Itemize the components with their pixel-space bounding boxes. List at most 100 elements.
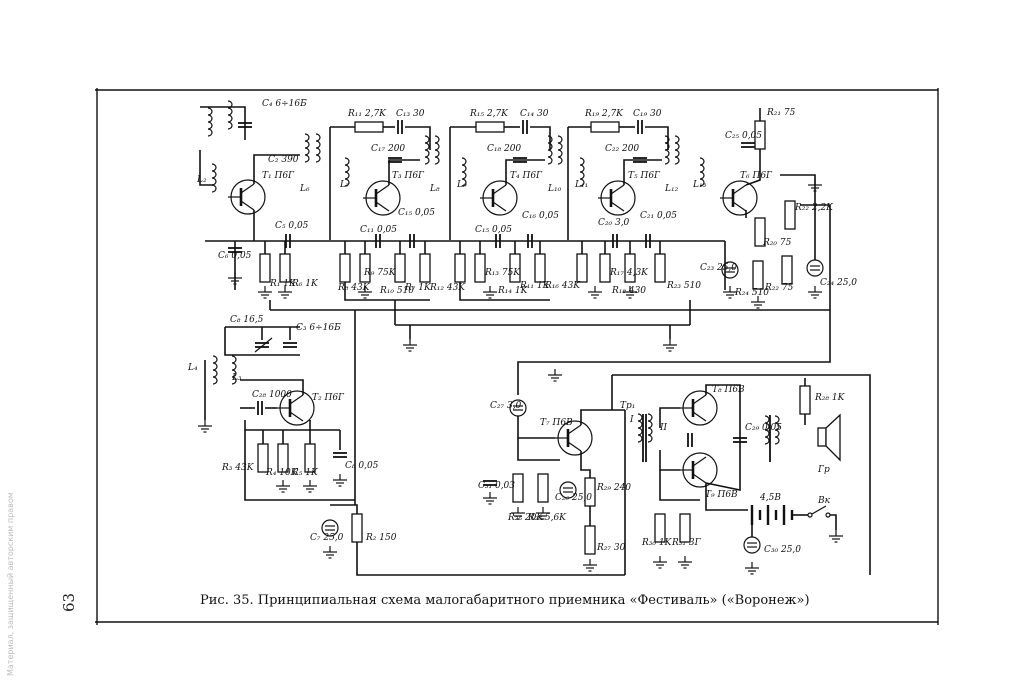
label-i: I [629, 415, 634, 425]
label-r29: R₂₉ 240 [596, 483, 631, 493]
label-ii: II [659, 423, 668, 433]
label-c17: C₁₇ 200 [371, 144, 405, 154]
label-r11: R₁₁ 2,7K [347, 109, 387, 119]
label-r7: R₇ 1K [404, 283, 432, 293]
label-r20: R₂₀ 75 [762, 238, 792, 248]
label-c27: C₂₇ 3,0 [490, 401, 522, 411]
label-tp1: Tp₁ [620, 401, 635, 411]
transistor-icon [226, 178, 267, 216]
label-c2: C₂ 390 [268, 155, 299, 165]
label-c24: C₂₄ 25,0 [820, 278, 857, 288]
label-t4: T₄ П6Г [510, 171, 543, 181]
label-r19: R₁₉ 2,7K [584, 109, 624, 119]
label-c21: C₂₁ 0,05 [640, 211, 677, 221]
label-t8: T₈ П6В [712, 385, 745, 395]
transistor-icon [678, 389, 719, 427]
label-r28: R₂₈ 1K [814, 393, 846, 403]
loudspeaker-icon [817, 413, 841, 462]
label-bat: 4,5В [759, 493, 781, 503]
transformer-icon [637, 413, 653, 462]
label-r5: R₅ 1K [291, 468, 319, 478]
label-c29: C₂₉ 0,05 [745, 423, 782, 433]
label-t3: T₃ П6Г [392, 171, 425, 181]
label-c28: C₂₈ 1000 [252, 390, 292, 400]
label-c31: C₃₁ 0,03 [478, 481, 515, 491]
label-c5: C₅ 0,05 [275, 221, 309, 231]
label-t7: T₇ П6В [540, 418, 573, 428]
label-l6: L₆ [299, 184, 310, 194]
label-r13: R₁₃ 75K [484, 268, 521, 278]
label-c15a: C₁₅ 0,05 [398, 208, 435, 218]
label-r8: R₈ 43K [337, 283, 371, 293]
label-gr: Гр [817, 465, 830, 475]
label-l8: L₈ [429, 184, 440, 194]
page-number: 63 [60, 592, 78, 612]
label-c16: C₁₆ 0,05 [522, 211, 559, 221]
electrolytic-capacitor-icon [806, 259, 824, 277]
label-r12: R₁₂ 43K [429, 283, 466, 293]
label-t5: T₅ П6Г [628, 171, 661, 181]
label-r14: R₁₄ 1K [497, 286, 529, 296]
ground-icon [402, 338, 418, 352]
side-note: Материал, защищенный авторским правом [6, 492, 15, 676]
label-l7: L₇ [339, 180, 350, 190]
label-r1: R₁ 1K [269, 279, 297, 289]
electrolytic-capacitor-icon [743, 536, 761, 554]
label-r6: R₆ 1K [291, 279, 319, 289]
label-r22: R₂₂ 2,2K [794, 203, 834, 213]
transistor-icon [478, 179, 519, 217]
label-r9: R₉ 75K [363, 268, 397, 278]
label-r23: R₂₃ 510 [666, 281, 701, 291]
label-c4: C₄ 6÷16Б [262, 99, 307, 109]
label-r4: R₄ 10K [265, 468, 299, 478]
label-l2: L₂ [196, 175, 207, 185]
label-r24: R₂₄ 510 [734, 288, 769, 298]
label-c19: C₁₉ 30 [633, 109, 662, 119]
transistor-icon [596, 179, 637, 217]
label-c3: C₃ 6÷16Б [296, 323, 341, 333]
label-c8a: C₈ 16,5 [230, 315, 264, 325]
label-c6: C₆ 0,05 [218, 251, 252, 261]
label-t1: T₁ П6Г [262, 171, 295, 181]
label-r27: R₂₇ 30 [596, 543, 626, 553]
label-r26: R₂₆ 5,6K [527, 513, 567, 523]
label-l13: L₁₃ [692, 180, 707, 190]
label-r21: R₂₁ 75 [766, 108, 796, 118]
label-r16: R₁₆ 43K [544, 281, 581, 291]
label-l3: L₃ [231, 373, 242, 383]
label-c15b: C₁₅ 0,05 [475, 225, 512, 235]
label-c23: C₂₃ 25,0 [700, 263, 737, 273]
label-t9: T₉ П6В [705, 490, 738, 500]
label-l11: L₁₁ [574, 180, 588, 190]
figure-caption: Рис. 35. Принципиальная схема малогабари… [200, 593, 810, 608]
label-r25: R₂₅ 20K [507, 513, 544, 523]
label-r18: R₁₈ 430 [611, 286, 646, 296]
label-c25: C₂₅ 0,05 [725, 131, 762, 141]
label-r17: R₁₇ 4,3K [609, 268, 649, 278]
label-vk: Вк [817, 496, 831, 506]
label-l9: L₉ [456, 180, 467, 190]
label-l12: L₁₂ [664, 184, 679, 194]
label-r15: R₁₅ 2,7K [469, 109, 509, 119]
switch-icon [807, 505, 831, 518]
label-t6: T₆ П6Г [740, 171, 773, 181]
label-c7: C₇ 25,0 [310, 533, 344, 543]
label-c14: C₁₄ 30 [520, 109, 549, 119]
label-r2: R₂ 150 [365, 533, 397, 543]
label-r11b: R₁₁ 1K [519, 281, 551, 291]
label-r31: R₃₁ 3Г [671, 538, 702, 548]
transistor-icon [718, 179, 759, 217]
transistor-icon [678, 451, 719, 489]
transistor-icon [361, 179, 402, 217]
label-r3: R₃ 43K [221, 463, 255, 473]
battery-icon [750, 505, 794, 525]
label-c20: C₂₀ 3,0 [598, 218, 630, 228]
label-l10: L₁₀ [547, 184, 562, 194]
label-c13: C₁₃ 30 [396, 109, 425, 119]
label-c26: C₂₆ 25,0 [555, 493, 592, 503]
label-c11: C₁₁ 0,05 [360, 225, 397, 235]
label-l4: L₄ [187, 363, 198, 373]
label-c8: C₈ 0,05 [345, 461, 379, 471]
label-c22: C₂₂ 200 [605, 144, 639, 154]
